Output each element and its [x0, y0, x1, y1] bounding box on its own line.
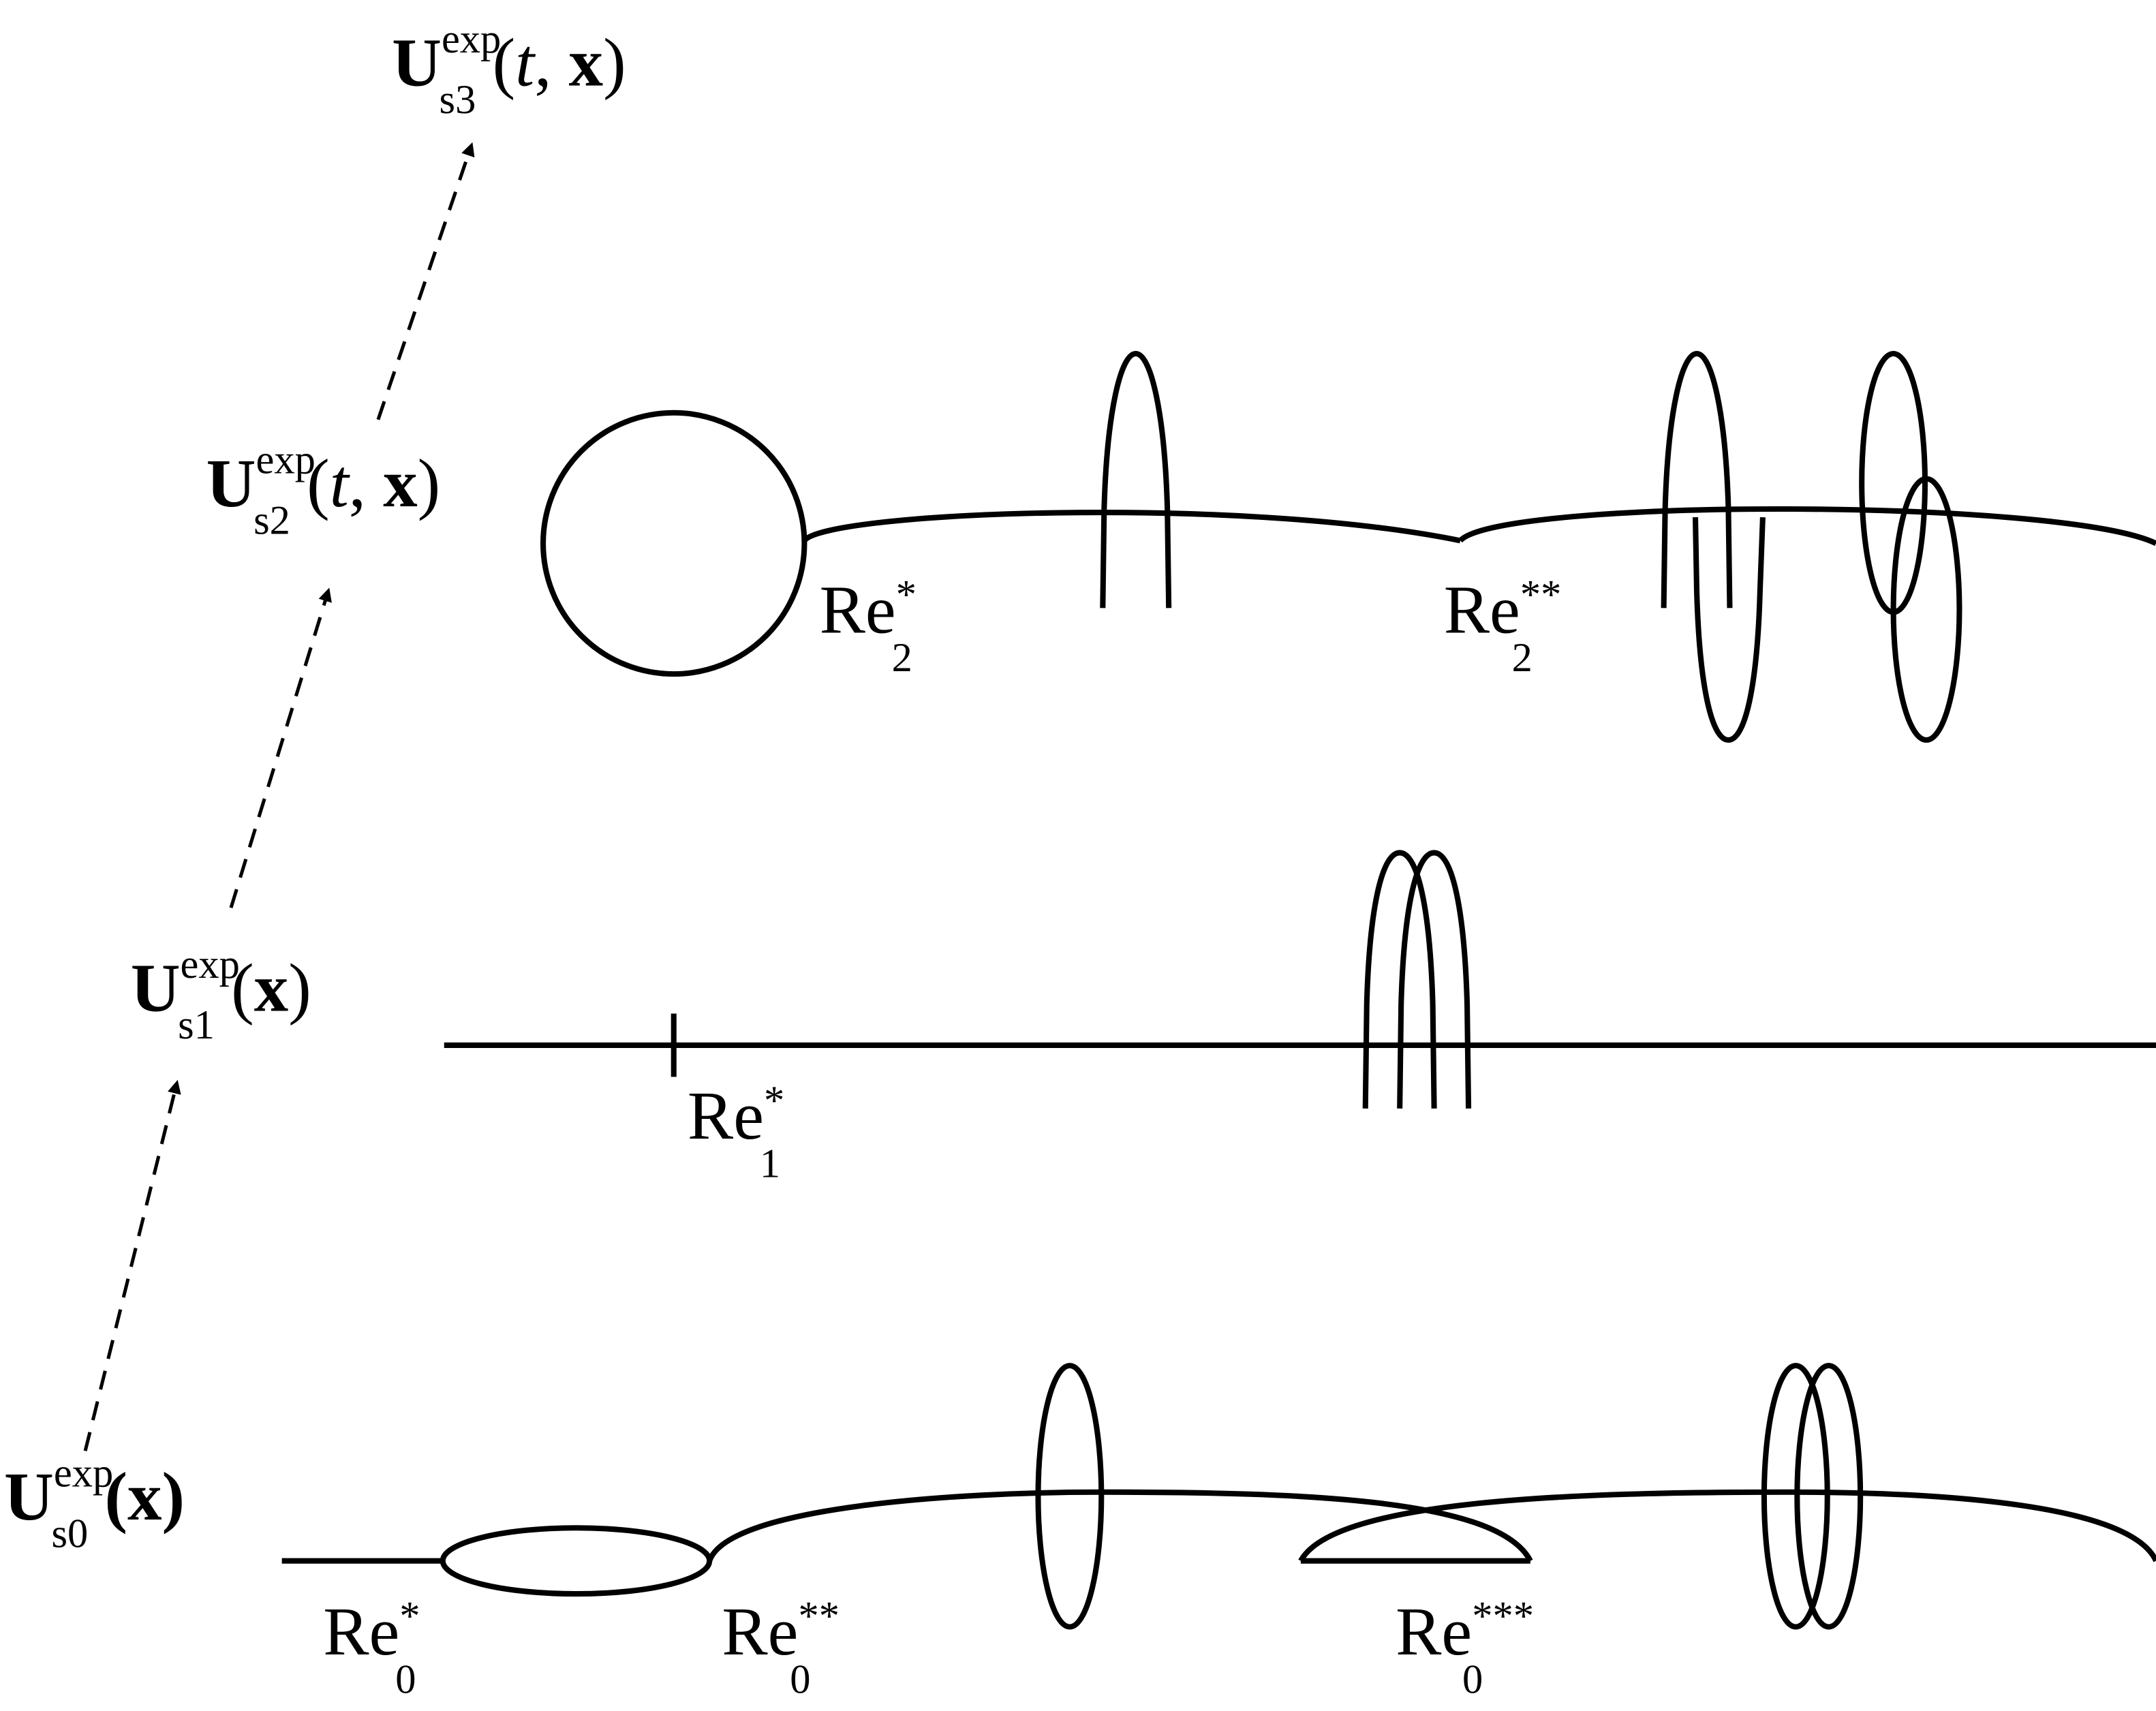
threshold-label: Re**2 — [1444, 572, 1562, 681]
arrow-s0-s1 — [83, 1079, 181, 1451]
s1-arch-1 — [1362, 850, 1437, 1109]
threshold-label: Re**0 — [722, 1593, 840, 1702]
s2-curve-1 — [802, 510, 1461, 544]
threshold-label: Re*0 — [323, 1593, 420, 1702]
s2-curve-2 — [1458, 506, 2156, 546]
arrow-s1-s2 — [229, 587, 332, 908]
s0-arc-2 — [1298, 1489, 2156, 1562]
s0-ellipse-3 — [1794, 1363, 1864, 1630]
s2-ellipse-2 — [1890, 476, 1962, 743]
s0-ellipse-1 — [1035, 1363, 1105, 1630]
s0-ellipse-2 — [1761, 1363, 1830, 1630]
threshold-label: Re*2 — [820, 572, 917, 681]
s2-circle — [540, 410, 807, 677]
s0-arc-1 — [707, 1489, 1533, 1562]
arrow-s2-s3 — [376, 142, 475, 420]
s2-arch-2 — [1661, 350, 1733, 608]
s2-loop-down — [1692, 517, 1766, 743]
state-s0-args: (x) — [105, 1458, 185, 1535]
branch-s1: Re*1 — [444, 850, 2156, 1187]
s2-arch-1 — [1100, 350, 1172, 608]
threshold-label: Re***0 — [1396, 1593, 1534, 1702]
branch-s0: Re*0 Re**0 Re***0 — [281, 1363, 2156, 1702]
threshold-label: Re*1 — [688, 1077, 784, 1187]
s1-arch-2 — [1397, 850, 1472, 1109]
branch-s2: Re*2 Re**2 — [540, 350, 2156, 743]
s0-flat-ellipse — [440, 1525, 713, 1597]
